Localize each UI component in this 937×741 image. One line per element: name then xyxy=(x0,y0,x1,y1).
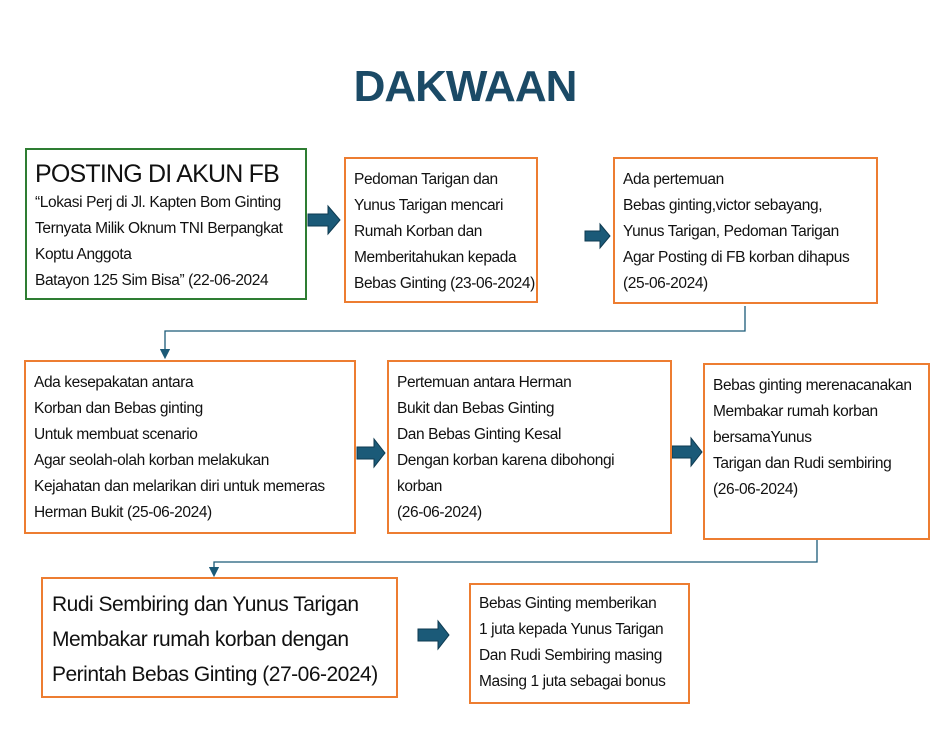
box-heading: POSTING DI AKUN FB xyxy=(35,160,280,188)
box-line: 1 juta kepada Yunus Tarigan xyxy=(479,621,664,638)
box-line: Bebas ginting merenacanakan xyxy=(713,377,912,394)
box-line: Bukit dan Bebas Ginting xyxy=(397,400,555,417)
box-line: (25-06-2024) xyxy=(623,275,708,292)
box-line: Memberitahukan kepada xyxy=(354,249,517,266)
box-line: Perintah Bebas Ginting (27-06-2024) xyxy=(52,663,378,686)
box-line: Rudi Sembiring dan Yunus Tarigan xyxy=(52,593,359,616)
connector-line-row2-row3 xyxy=(208,540,818,578)
box-line: Agar Posting di FB korban dihapus xyxy=(623,249,850,266)
box-line: Dan Bebas Ginting Kesal xyxy=(397,426,561,443)
box-line: Yunus Tarigan mencari xyxy=(354,197,503,214)
box-step-6: Bebas ginting merenacanakan Membakar rum… xyxy=(703,363,930,540)
box-line: Untuk membuat scenario xyxy=(34,426,198,443)
box-line: Ada pertemuan xyxy=(623,171,724,188)
box-line: Ternyata Milik Oknum TNI Berpangkat xyxy=(35,220,283,237)
box-line: Bebas Ginting memberikan xyxy=(479,595,657,612)
box-step-7: Rudi Sembiring dan Yunus Tarigan Membaka… xyxy=(41,577,398,698)
box-line: Korban dan Bebas ginting xyxy=(34,400,203,417)
block-arrow-icon xyxy=(417,619,450,651)
connector-line-row1-row2 xyxy=(159,306,746,360)
box-line: Agar seolah-olah korban melakukan xyxy=(34,452,269,469)
box-line: Bebas ginting,victor sebayang, xyxy=(623,197,823,214)
box-line: Yunus Tarigan, Pedoman Tarigan xyxy=(623,223,839,240)
box-line: Pedoman Tarigan dan xyxy=(354,171,498,188)
box-step-2: Pedoman Tarigan dan Yunus Tarigan mencar… xyxy=(344,157,538,303)
block-arrow-icon xyxy=(671,436,703,468)
box-line: (26-06-2024) xyxy=(397,504,482,521)
box-line: korban xyxy=(397,478,442,495)
box-line: Masing 1 juta sebagai bonus xyxy=(479,673,666,690)
box-line: Membakar rumah korban dengan xyxy=(52,628,349,651)
box-line: Tarigan dan Rudi sembiring xyxy=(713,455,892,472)
block-arrow-icon xyxy=(307,204,341,236)
box-line: Ada kesepakatan antara xyxy=(34,374,194,391)
box-line: Kejahatan dan melarikan diri untuk memer… xyxy=(34,478,325,495)
box-line: Koptu Anggota xyxy=(35,246,132,263)
box-line: bersamaYunus xyxy=(713,429,812,446)
box-line: Bebas Ginting (23-06-2024) xyxy=(354,275,535,292)
box-line: Pertemuan antara Herman xyxy=(397,374,572,391)
box-step-4: Ada kesepakatan antara Korban dan Bebas … xyxy=(24,360,356,534)
box-line: Batayon 125 Sim Bisa” (22-06-2024 xyxy=(35,272,269,289)
block-arrow-icon xyxy=(356,437,386,469)
box-posting-fb: POSTING DI AKUN FB “Lokasi Perj di Jl. K… xyxy=(25,148,307,300)
box-step-5: Pertemuan antara Herman Bukit dan Bebas … xyxy=(387,360,672,534)
box-line: Dan Rudi Sembiring masing xyxy=(479,647,662,664)
box-line: “Lokasi Perj di Jl. Kapten Bom Ginting xyxy=(35,194,281,211)
box-line: Dengan korban karena dibohongi xyxy=(397,452,615,469)
box-line: Membakar rumah korban xyxy=(713,403,878,420)
diagram-title: DAKWAAN xyxy=(353,62,578,111)
box-line: Rumah Korban dan xyxy=(354,223,483,240)
box-line: (26-06-2024) xyxy=(713,481,798,498)
box-step-8: Bebas Ginting memberikan 1 juta kepada Y… xyxy=(469,583,690,704)
box-line: Herman Bukit (25-06-2024) xyxy=(34,504,212,521)
box-step-3: Ada pertemuan Bebas ginting,victor sebay… xyxy=(613,157,878,304)
block-arrow-icon xyxy=(584,222,611,250)
